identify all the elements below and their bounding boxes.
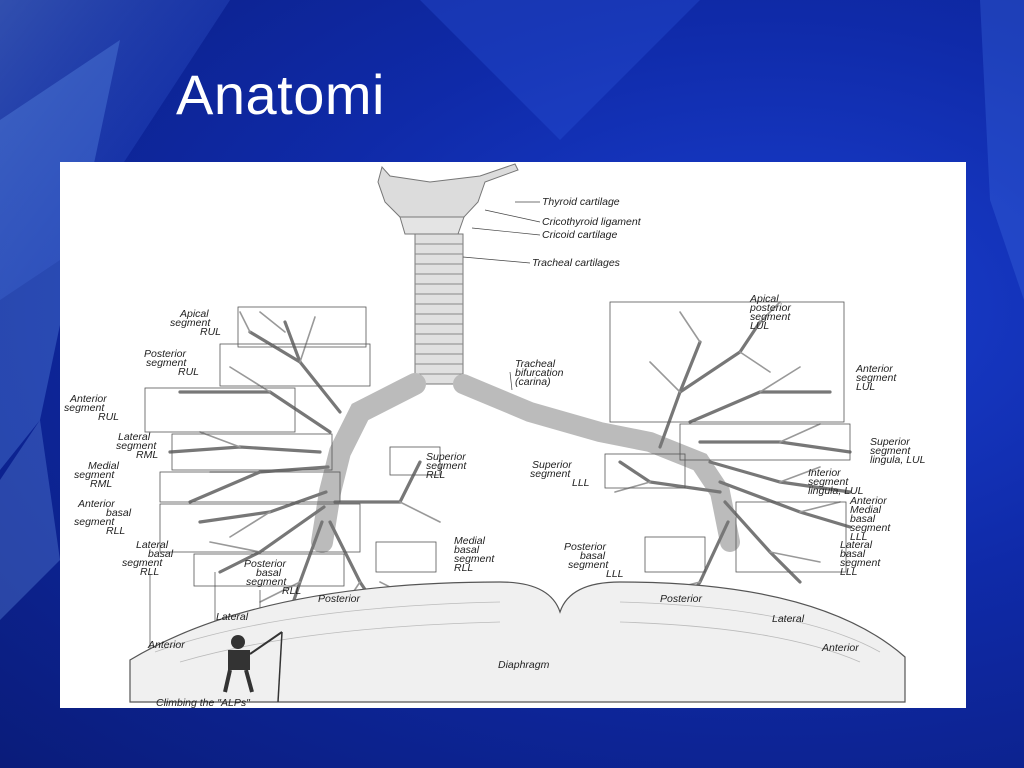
label-post-rul-1: Posterior	[144, 348, 187, 360]
label-dia-posterior-right: Posterior	[660, 593, 703, 605]
climber-figure	[223, 631, 283, 703]
label-apical-rul-2: segment	[170, 317, 211, 329]
label-infling-1: Interior	[808, 467, 841, 479]
label-apicpost-lul-2: posterior	[749, 302, 791, 314]
bronchial-tree-diagram: Thyroid cartilage Cricothyroid ligament …	[64, 163, 926, 708]
label-apicpost-lul-4: LUL	[750, 320, 769, 332]
label-postbas-lll-2: basal	[580, 550, 606, 562]
label-antmedbas-2: Medial	[850, 504, 882, 516]
label-latbas-lll-2: basal	[840, 548, 866, 560]
bronchial-tree-figure: Thyroid cartilage Cricothyroid ligament …	[60, 162, 966, 708]
label-dia-posterior-left: Posterior	[318, 593, 361, 605]
label-ant-rul-1: Anterior	[69, 393, 107, 405]
label-dia-anterior-left: Anterior	[147, 639, 185, 651]
label-med-rml-1: Medial	[88, 460, 120, 472]
label-antmedbas-3: basal	[850, 513, 876, 525]
label-ant-lul-2: segment	[856, 372, 897, 384]
label-medbas-rll-2: basal	[454, 544, 480, 556]
label-infling-2: segment	[808, 476, 849, 488]
label-sup-lll-3: LLL	[572, 477, 590, 489]
label-supling-3: lingula, LUL	[870, 454, 926, 466]
label-lat-rml-2: segment	[116, 440, 157, 452]
label-antmedbas-1: Anterior	[849, 495, 887, 507]
label-latbas-rll-2: basal	[148, 548, 174, 560]
label-latbas-lll-1: Lateral	[840, 539, 873, 551]
label-postbas-rll-3: segment	[246, 576, 287, 588]
label-infling-3: lingula, LUL	[808, 485, 864, 497]
label-diaphragm: Diaphragm	[498, 659, 550, 671]
label-cricothyroid: Cricothyroid ligament	[542, 216, 642, 228]
label-supling-2: segment	[870, 445, 911, 457]
label-sup-lll-2: segment	[530, 468, 571, 480]
label-supling-1: Superior	[870, 436, 910, 448]
label-antbas-rll-3: segment	[74, 516, 115, 528]
label-apical-rul-1: Apical	[179, 308, 209, 320]
label-lat-rml-3: RML	[136, 449, 158, 461]
label-antbas-rll-1: Anterior	[77, 498, 115, 510]
label-postbas-lll-3: segment	[568, 559, 609, 571]
label-ant-lul-1: Anterior	[855, 363, 893, 375]
label-postbas-rll-1: Posterior	[244, 558, 287, 570]
label-post-rul-2: segment	[146, 357, 187, 369]
label-carina-1: Tracheal	[515, 358, 556, 370]
label-dia-anterior-right: Anterior	[821, 642, 859, 654]
label-antmedbas-5: LLL	[850, 531, 868, 543]
label-tracheal-cartilages: Tracheal cartilages	[532, 257, 621, 269]
label-apicpost-lul-1: Apical	[749, 293, 779, 305]
figure-caption: Climbing the "ALPs"	[156, 697, 251, 708]
label-sup-lll-1: Superior	[532, 459, 572, 471]
label-latbas-rll-4: RLL	[140, 566, 159, 578]
label-latbas-lll-4: LLL	[840, 566, 858, 578]
label-cricoid: Cricoid cartilage	[542, 229, 617, 241]
label-carina-2: bifurcation	[515, 367, 564, 379]
label-postbas-rll-2: basal	[256, 567, 282, 579]
label-medbas-rll-4: RLL	[454, 562, 473, 574]
label-apical-rul-3: RUL	[200, 326, 221, 338]
label-post-rul-3: RUL	[178, 366, 199, 378]
label-lat-rml-1: Lateral	[118, 431, 151, 443]
slide-title: Anatomi	[176, 63, 385, 126]
label-ant-rul-2: segment	[64, 402, 105, 414]
label-antbas-rll-4: RLL	[106, 525, 125, 537]
label-ant-lul-3: LUL	[856, 381, 875, 393]
label-dia-lateral-left: Lateral	[216, 611, 249, 623]
label-latbas-rll-1: Lateral	[136, 539, 169, 551]
label-dia-lateral-right: Lateral	[772, 613, 805, 625]
label-sup-rll-3: RLL	[426, 469, 445, 481]
label-antmedbas-4: segment	[850, 522, 891, 534]
label-ant-rul-3: RUL	[98, 411, 119, 423]
label-sup-rll-1: Superior	[426, 451, 466, 463]
label-carina-3: (carina)	[515, 376, 551, 388]
label-med-rml-3: RML	[90, 478, 112, 490]
label-postbas-rll-4: RLL	[282, 585, 301, 597]
label-medbas-rll-1: Medial	[454, 535, 486, 547]
label-apicpost-lul-3: segment	[750, 311, 791, 323]
label-med-rml-2: segment	[74, 469, 115, 481]
label-antbas-rll-2: basal	[106, 507, 132, 519]
label-postbas-lll-4: LLL	[606, 568, 624, 580]
label-thyroid: Thyroid cartilage	[542, 196, 620, 208]
label-sup-rll-2: segment	[426, 460, 467, 472]
label-postbas-lll-1: Posterior	[564, 541, 607, 553]
label-latbas-lll-3: segment	[840, 557, 881, 569]
label-latbas-rll-3: segment	[122, 557, 163, 569]
label-medbas-rll-3: segment	[454, 553, 495, 565]
